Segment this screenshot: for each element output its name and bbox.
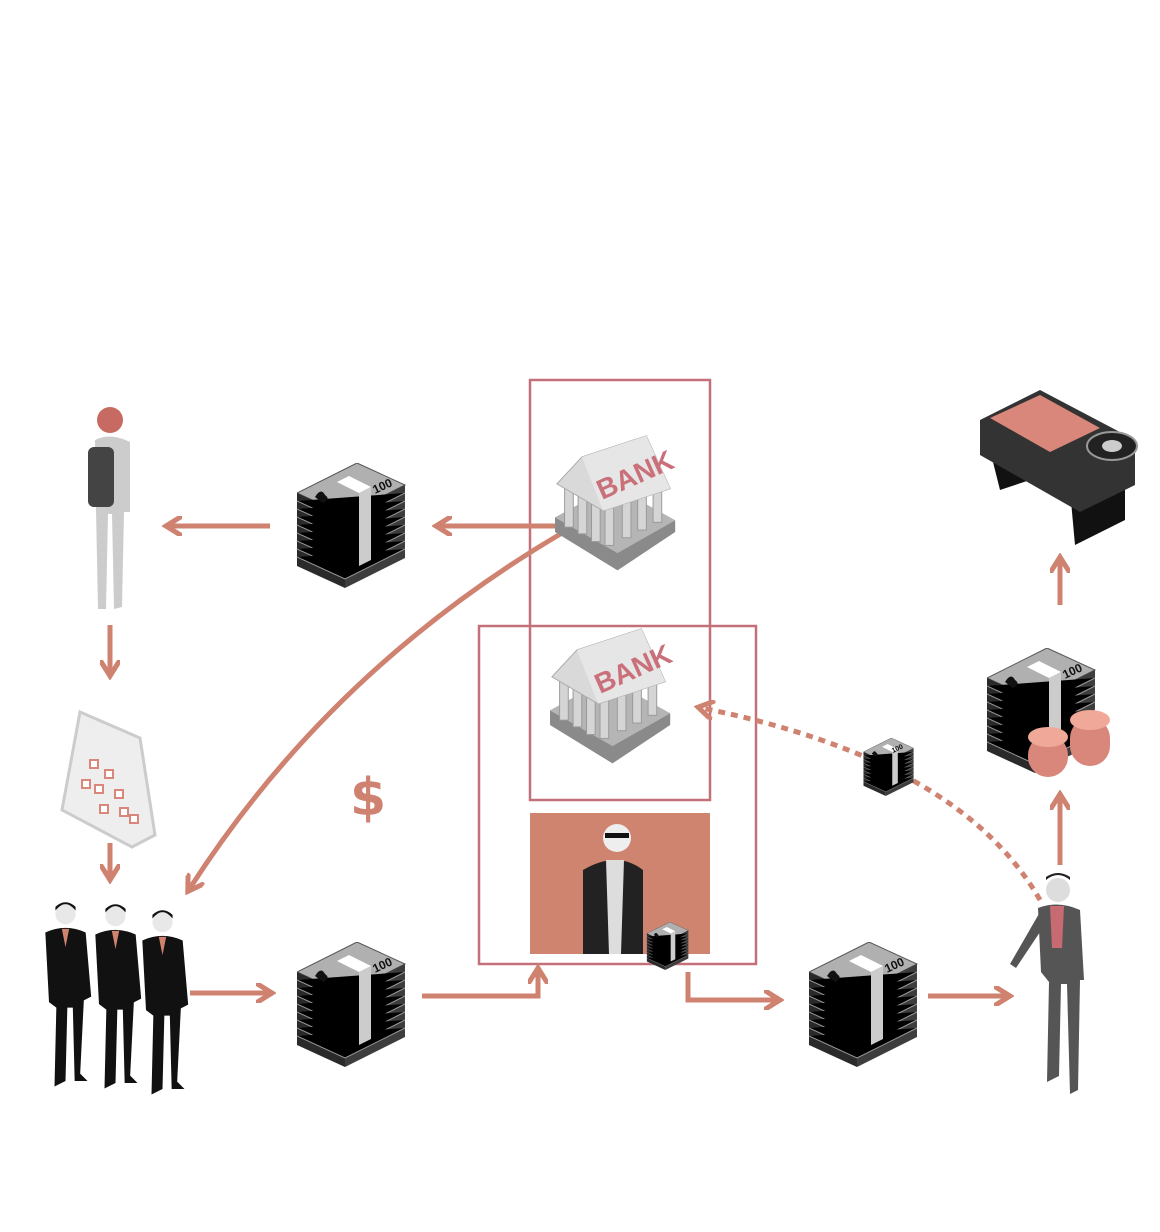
bank-bottom: BANK xyxy=(550,628,676,764)
casino-chips-icon xyxy=(1028,710,1110,777)
arrow-dealer-to-money xyxy=(685,972,776,1000)
gang-member xyxy=(142,910,189,1095)
dollar-sign-label: $ xyxy=(350,768,386,828)
gambler xyxy=(1010,873,1084,1094)
small-money-stack-icon xyxy=(863,738,914,796)
arrow-gambler-to-bank-dotted xyxy=(702,708,1043,902)
courier-with-backpack xyxy=(88,407,130,609)
bank-top: BANK xyxy=(555,435,678,571)
drug-bag-icon xyxy=(60,709,157,849)
roulette-table-icon xyxy=(980,390,1138,545)
shady-dealer xyxy=(583,824,643,954)
backpack-icon xyxy=(88,447,114,507)
placement-box-top xyxy=(528,378,712,802)
bill-denomination: 100 xyxy=(891,743,905,754)
arrow-money-to-dealer xyxy=(422,972,538,999)
gang-member xyxy=(95,904,142,1089)
gang-member xyxy=(45,902,92,1087)
arrow-bank-to-group-curve xyxy=(190,530,564,888)
placement-box-bottom xyxy=(477,624,758,966)
